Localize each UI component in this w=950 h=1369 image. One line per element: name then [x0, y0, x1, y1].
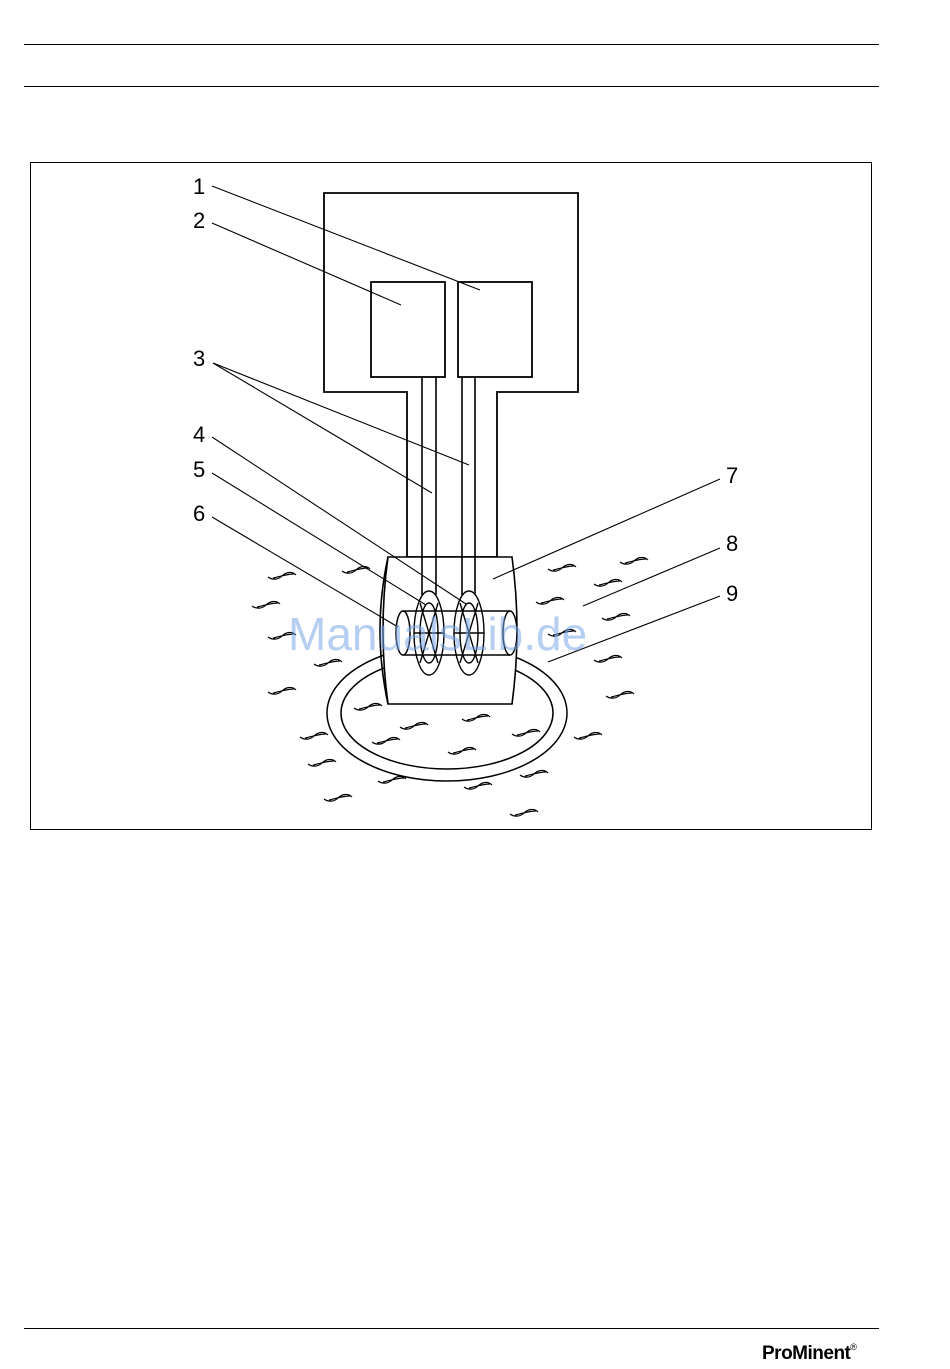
footer-rule — [24, 1328, 879, 1329]
callout-5: 5 — [193, 457, 205, 482]
watermark: ManualsLib.de — [288, 608, 587, 660]
brand-name: ProMinent — [762, 1343, 850, 1364]
registered-mark: ® — [850, 1342, 856, 1352]
callout-9: 9 — [726, 581, 738, 606]
callout-2: 2 — [193, 208, 205, 233]
callout-8: 8 — [726, 531, 738, 556]
housing-outline — [324, 193, 578, 557]
electronics-module-right — [458, 282, 532, 377]
brand-logo: ProMinent® — [762, 1343, 857, 1365]
callout-6: 6 — [193, 501, 205, 526]
callout-7: 7 — [726, 463, 738, 488]
callout-1: 1 — [193, 174, 205, 199]
callout-4: 4 — [193, 422, 205, 447]
callout-3: 3 — [193, 346, 205, 371]
